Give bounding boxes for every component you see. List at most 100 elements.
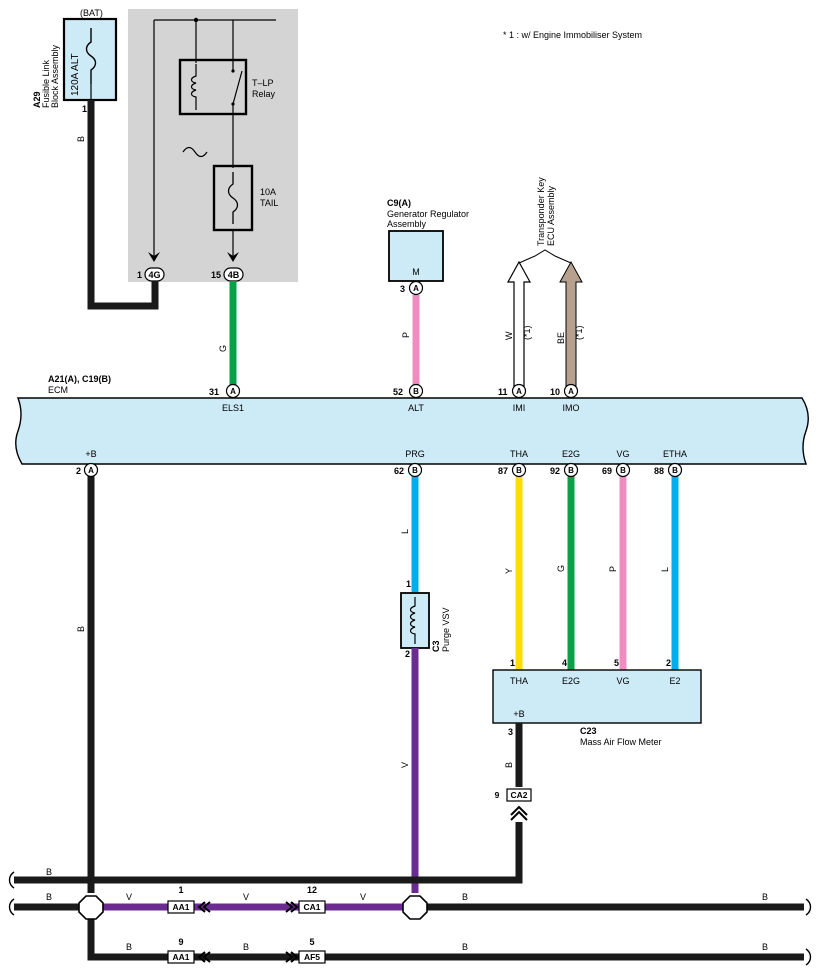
generator-id: C9(A) [387, 198, 411, 208]
t-lp-relay: T–LP Relay [178, 58, 276, 116]
transponder-ecu: Transponder Key ECU Assembly [518, 177, 572, 264]
ecm-bottom-pin-circles: 2 A 62 B 87 B 92 B 69 B 88 B [76, 462, 683, 478]
svg-text:VG: VG [616, 449, 629, 459]
svg-text:4B: 4B [228, 270, 240, 280]
wire-label: V [400, 762, 410, 768]
wire-label: G [218, 345, 228, 352]
svg-text:ELS1: ELS1 [222, 403, 244, 413]
tail-fuse-line2: TAIL [260, 198, 278, 208]
svg-text:31: 31 [209, 387, 219, 397]
ecm-name: ECM [48, 385, 68, 395]
purge-vsv-name: Purge VSV [441, 607, 451, 652]
svg-text:9: 9 [495, 790, 500, 800]
svg-text:4G: 4G [148, 270, 160, 280]
svg-text:IMO: IMO [563, 403, 580, 413]
tail-fuse: 10A TAIL [212, 164, 278, 232]
svg-text:B: B [516, 466, 522, 475]
svg-text:E2G: E2G [562, 449, 580, 459]
ecm-bottom-pins: +B PRG THA E2G VG ETHA [85, 449, 687, 459]
svg-text:4: 4 [562, 658, 567, 668]
splice-junction-icon [402, 895, 428, 920]
bus-end-icon [8, 871, 15, 889]
svg-text:11: 11 [498, 387, 508, 397]
bat-label: (BAT) [80, 8, 103, 18]
svg-text:3: 3 [508, 727, 513, 737]
relay-block-area [128, 9, 298, 282]
svg-text:+B: +B [85, 449, 96, 459]
fuse-rating-label: 120A ALT [70, 53, 81, 96]
relay-name-line1: T–LP [252, 78, 274, 88]
svg-text:ETHA: ETHA [663, 449, 687, 459]
svg-text:B: B [672, 466, 678, 475]
chevron-left-icon [197, 951, 211, 963]
svg-text:V: V [243, 892, 249, 902]
svg-text:B: B [126, 942, 132, 952]
bus-connector-af5: 5 AF5 [285, 937, 326, 964]
maf-name: Mass Air Flow Meter [580, 737, 662, 747]
svg-text:IMI: IMI [513, 403, 526, 413]
svg-text:B: B [413, 387, 419, 396]
transponder-name-line2: ECU Assembly [546, 185, 556, 246]
purge-vsv-id: C3 [431, 640, 441, 652]
svg-text:VG: VG [616, 676, 629, 686]
svg-text:88: 88 [654, 466, 664, 476]
svg-text:ALT: ALT [408, 403, 424, 413]
fuse-icon [227, 172, 239, 224]
fusible-link-id: A29 [32, 91, 42, 108]
svg-text:E2G: E2G [562, 676, 580, 686]
bus-connector-aa1-top: 1 AA1 [167, 885, 211, 914]
maf-id: C23 [580, 726, 597, 736]
svg-text:Fusible Link: Fusible Link [41, 59, 51, 108]
svg-text:B: B [46, 892, 52, 902]
wire-be-imo [559, 260, 583, 387]
fusible-link-name-line2: Block Assembly [50, 44, 60, 108]
generator-name-line1: Generator Regulator [387, 209, 469, 219]
svg-text:2: 2 [666, 658, 671, 668]
wire-note: (*1) [522, 325, 532, 340]
bus-connector-ca1: 12 CA1 [285, 885, 326, 914]
ecm-id: A21(A), C19(B) [48, 374, 111, 384]
purge-vsv: 1 C3 Purge VSV 2 [400, 579, 451, 659]
svg-text:B: B [762, 942, 768, 952]
svg-text:1: 1 [137, 270, 142, 280]
svg-text:2: 2 [76, 466, 81, 476]
svg-text:ECU Assembly: ECU Assembly [546, 185, 556, 246]
svg-text:A: A [230, 387, 236, 396]
wire-b-bat [87, 100, 159, 310]
brace-icon [518, 249, 572, 264]
svg-text:B: B [412, 466, 418, 475]
chevron-right-icon [285, 901, 299, 913]
svg-text:1: 1 [406, 579, 411, 589]
svg-text:Transponder Key: Transponder Key [536, 177, 546, 246]
svg-text:3: 3 [400, 284, 405, 294]
svg-text:B: B [462, 942, 468, 952]
svg-text:B: B [568, 466, 574, 475]
bus-connector-aa1-bottom: 9 AA1 [167, 937, 211, 964]
relay-box [178, 58, 248, 116]
svg-text:2: 2 [405, 649, 410, 659]
wire-w-imi [506, 260, 532, 387]
svg-text:52: 52 [393, 387, 403, 397]
svg-text:B: B [762, 892, 768, 902]
wire-label: G [556, 565, 566, 572]
wire-label: W [504, 331, 514, 340]
svg-text:1: 1 [178, 885, 183, 895]
svg-text:A: A [516, 387, 522, 396]
svg-text:A: A [413, 284, 419, 293]
svg-text:T–LP Relay: T–LP Relay [252, 78, 276, 99]
svg-text:AF5: AF5 [304, 952, 320, 962]
relay-pin-4g: 1 4G [137, 267, 165, 282]
bus-end-icon [805, 948, 812, 966]
svg-text:THA: THA [510, 676, 528, 686]
relay-switch-icon [232, 70, 243, 105]
chevron-right-icon [285, 951, 299, 963]
bus-end-icon [8, 898, 15, 916]
svg-text:Block Assembly: Block Assembly [50, 44, 60, 108]
svg-text:1: 1 [510, 658, 515, 668]
chevron-up-icon [510, 805, 528, 821]
svg-text:CA1: CA1 [303, 902, 320, 912]
wire-label: P [401, 332, 411, 338]
chevron-left-icon [197, 901, 211, 913]
mass-air-flow-meter: 1 THA 4 E2G 5 VG 2 E2 +B C23 Mass Air Fl… [492, 658, 702, 747]
